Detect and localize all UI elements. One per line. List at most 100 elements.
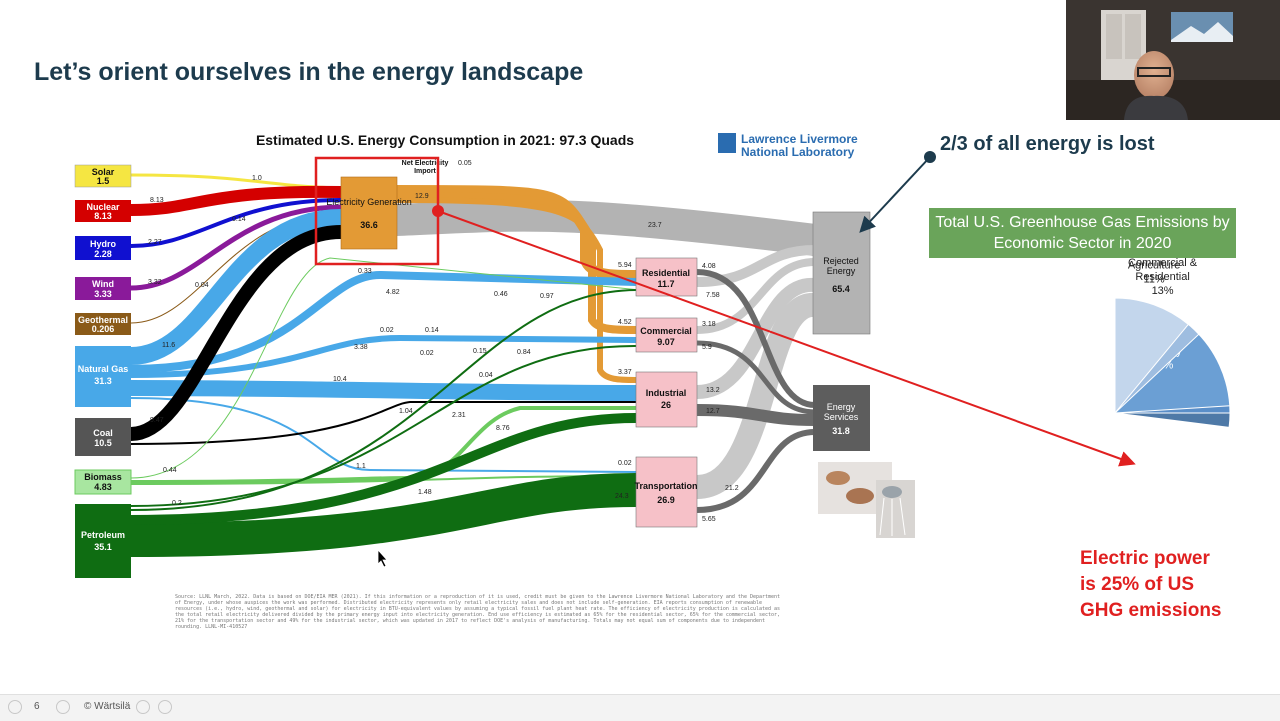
- pie-slice-value: 13%: [1152, 285, 1174, 297]
- sankey-title: Estimated U.S. Energy Consumption in 202…: [256, 132, 634, 148]
- node-services-name-line-2: Services: [824, 412, 859, 422]
- previous-slide-button[interactable]: [8, 700, 22, 714]
- node-hydro: Hydro 2.28: [75, 236, 131, 260]
- flow-label: 11.6: [162, 342, 175, 349]
- node-transportation: Transportation 26.9: [634, 456, 698, 528]
- flow-label: 12.9: [415, 193, 429, 200]
- node-services-name-line-1: Energy: [827, 402, 856, 412]
- node-residential-name: Residential: [642, 268, 690, 278]
- flow-petroleum-commercial: [130, 344, 637, 507]
- flow-label: 4.08: [702, 263, 716, 270]
- node-geothermal: Geothermal 0.206: [75, 313, 131, 335]
- flow-wind: [130, 204, 342, 291]
- zoom-icon[interactable]: [136, 700, 150, 714]
- node-biomass-box: [74, 469, 132, 495]
- flow-gas-residential: [130, 270, 637, 373]
- node-petroleum-name: Petroleum: [81, 530, 125, 540]
- node-coal: Coal 10.5: [75, 418, 131, 456]
- presenter-icon: [1066, 0, 1280, 120]
- node-industrial-box: [635, 371, 698, 428]
- node-petroleum-box: [75, 504, 131, 578]
- flow-petroleum-industrial: [130, 413, 637, 525]
- energy-flow-diagram: Estimated U.S. Energy Consumption in 202…: [74, 132, 1231, 578]
- more-options-button[interactable]: [158, 700, 172, 714]
- slide-navigation-icon[interactable]: [56, 700, 70, 714]
- pie-slice-value: 11%: [1144, 274, 1165, 286]
- node-transportation-value: 26.9: [657, 495, 675, 505]
- node-residential-value: 11.7: [657, 279, 674, 289]
- flow-label: 0.02: [380, 327, 394, 334]
- photo-detail: [826, 471, 850, 485]
- node-services-value: 31.8: [832, 426, 850, 436]
- node-wind-value: 3.33: [94, 289, 112, 299]
- node-services-box: [813, 385, 870, 451]
- flow-label: 3.38: [354, 344, 368, 351]
- flow-electricity-rejected: [395, 199, 817, 256]
- flow-coal-electricity: [130, 225, 342, 441]
- node-rejected-value: 65.4: [832, 284, 850, 294]
- flow-label: 1.1: [356, 463, 366, 470]
- flow-label: 1.04: [399, 408, 413, 415]
- node-wind: Wind 3.33: [75, 277, 131, 300]
- flow-label: 1.0: [252, 175, 262, 182]
- flow-label: 4.52: [618, 319, 632, 326]
- node-biomass: Biomass 4.83: [74, 469, 132, 495]
- flow-label: 0.33: [358, 268, 372, 275]
- flow-label: 0.04: [479, 372, 493, 379]
- flow-coal-industrial: [130, 401, 636, 445]
- node-coal-name: Coal: [93, 428, 113, 438]
- flow-label: 0.02: [420, 350, 434, 357]
- pie-chart-title: Total U.S. Greenhouse Gas Emissions by E…: [929, 208, 1236, 258]
- flow-commercial-services: [696, 340, 816, 415]
- flow-industrial-services: [696, 404, 816, 426]
- flow-label: 12.7: [706, 408, 720, 415]
- flow-label: 0.14: [232, 216, 246, 223]
- flow-label: 8.76: [496, 425, 510, 432]
- net-import-label-2: Import: [414, 168, 436, 175]
- flow-gas-electricity: [130, 209, 342, 365]
- callout-line-3: GHG emissions: [1080, 600, 1222, 621]
- node-natural-gas: Natural Gas 31.3: [75, 346, 131, 407]
- node-hydro-value: 2.28: [94, 249, 112, 259]
- ghg-pie-chart: Transportation27%Electric Power25%Indust…: [1114, 257, 1231, 428]
- flow-label: 5.65: [702, 516, 716, 523]
- flow-petroleum-residential: [130, 289, 637, 511]
- pie-title-text: Total U.S. Greenhouse Gas Emissions by E…: [935, 214, 1230, 252]
- flow-label: 0.04: [195, 282, 209, 289]
- electric-power-arrow: [437, 210, 1136, 467]
- flow-label: 3.37: [618, 369, 632, 376]
- node-biomass-value: 4.83: [94, 482, 112, 492]
- flow-label: 0.46: [494, 291, 508, 298]
- node-natural-gas-box: [75, 346, 131, 407]
- flow-label: 5.94: [618, 262, 632, 269]
- flow-value-labels: 1.0 8.13 2.27 3.32 0.14 0.04 11.6 9.47 0…: [148, 160, 739, 523]
- flow-hydro: [130, 198, 342, 248]
- node-nuclear: Nuclear 8.13: [75, 200, 131, 222]
- flow-gas-transportation: [130, 397, 637, 473]
- flow-label: 1.48: [418, 489, 432, 496]
- node-nuclear-box: [75, 200, 131, 222]
- flow-label: 4.82: [386, 289, 400, 296]
- flow-residential-services: [696, 269, 816, 408]
- lost-energy-arrow: [859, 156, 931, 233]
- flows: [130, 173, 817, 557]
- flow-residential-rejected: [696, 245, 816, 287]
- flow-label: 0.05: [458, 160, 472, 167]
- node-industrial: Industrial 26: [635, 371, 698, 428]
- page-number: 6: [34, 701, 40, 712]
- flow-label: 13.2: [706, 387, 720, 394]
- flow-label: 0.97: [540, 293, 554, 300]
- node-geothermal-box: [75, 313, 131, 335]
- node-biomass-name: Biomass: [84, 472, 122, 482]
- flow-label: 21.2: [725, 485, 739, 492]
- shower-water: [879, 497, 906, 536]
- node-natural-gas-name: Natural Gas: [78, 364, 129, 374]
- presentation-toolbar: 6 © Wärtsilä: [0, 694, 1280, 721]
- shower-head: [882, 486, 902, 498]
- node-transportation-name: Transportation: [634, 481, 697, 491]
- node-residential-box: [635, 257, 698, 297]
- flow-label: 2.31: [452, 412, 466, 419]
- flow-label: 24.3: [615, 493, 629, 500]
- node-coal-box: [75, 418, 131, 456]
- node-solar: Solar 1.5: [74, 164, 132, 188]
